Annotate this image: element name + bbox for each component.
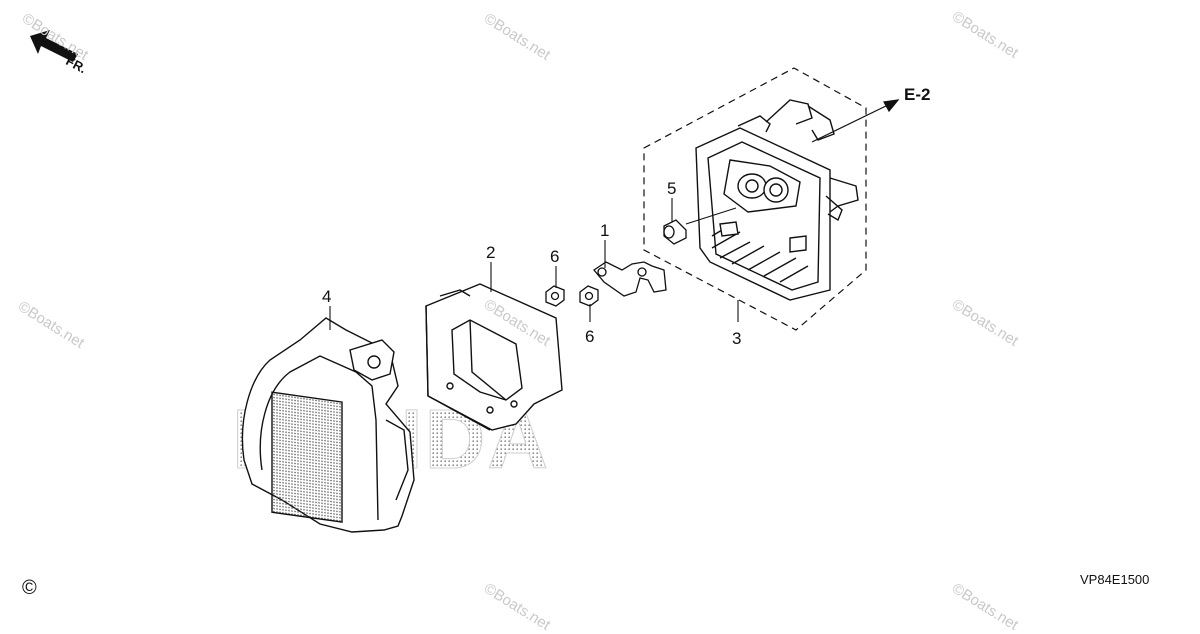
part-1-bracket [593,261,667,297]
part-3-case [695,99,859,301]
part-4-cover [241,317,415,533]
front-direction-arrow [30,30,78,62]
callout-part-6-lower: 6 [585,327,595,346]
assembly-boundary [643,67,867,331]
callout-part-1: 1 [600,221,610,240]
parts-diagram: HONDA [30,30,900,533]
callout-part-5: 5 [667,179,677,198]
part-6-nut-upper [545,285,565,307]
callout-part-2: 2 [486,243,496,262]
callout-part-4: 4 [322,287,332,306]
leader-lines [329,198,739,330]
part-5-collar [663,219,687,245]
part-6-nut-lower [579,285,599,307]
reference-label-e2: E-2 [904,85,931,104]
copyright-symbol: © [22,577,37,599]
part-2-filter [425,283,563,431]
callout-part-6-upper: 6 [550,247,560,266]
callout-part-3: 3 [732,329,742,348]
diagram-code: VP84E1500 [1080,572,1150,587]
reference-arrow [811,99,900,143]
